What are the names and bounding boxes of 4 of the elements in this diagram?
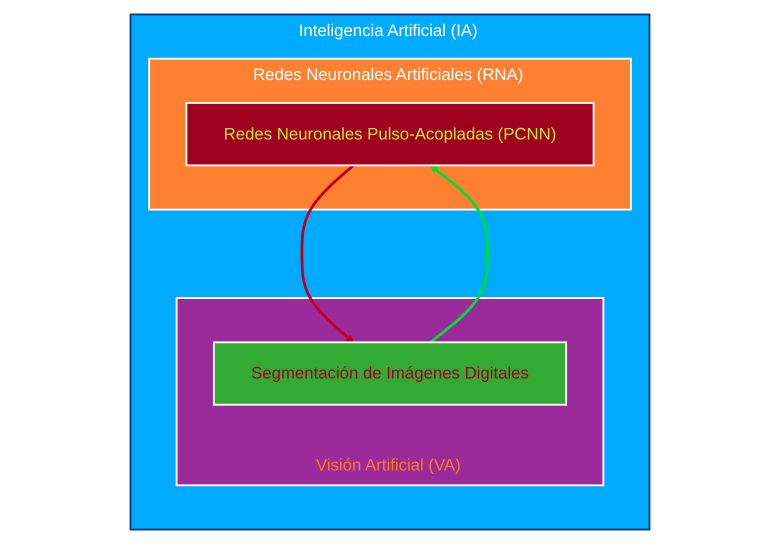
arrow	[300, 164, 354, 343]
node-box: Segmentación de Imágenes Digitales	[212, 341, 568, 406]
arrow	[429, 164, 489, 344]
node-box: Redes Neuronales Pulso-Acopladas (PCNN)	[185, 102, 595, 166]
